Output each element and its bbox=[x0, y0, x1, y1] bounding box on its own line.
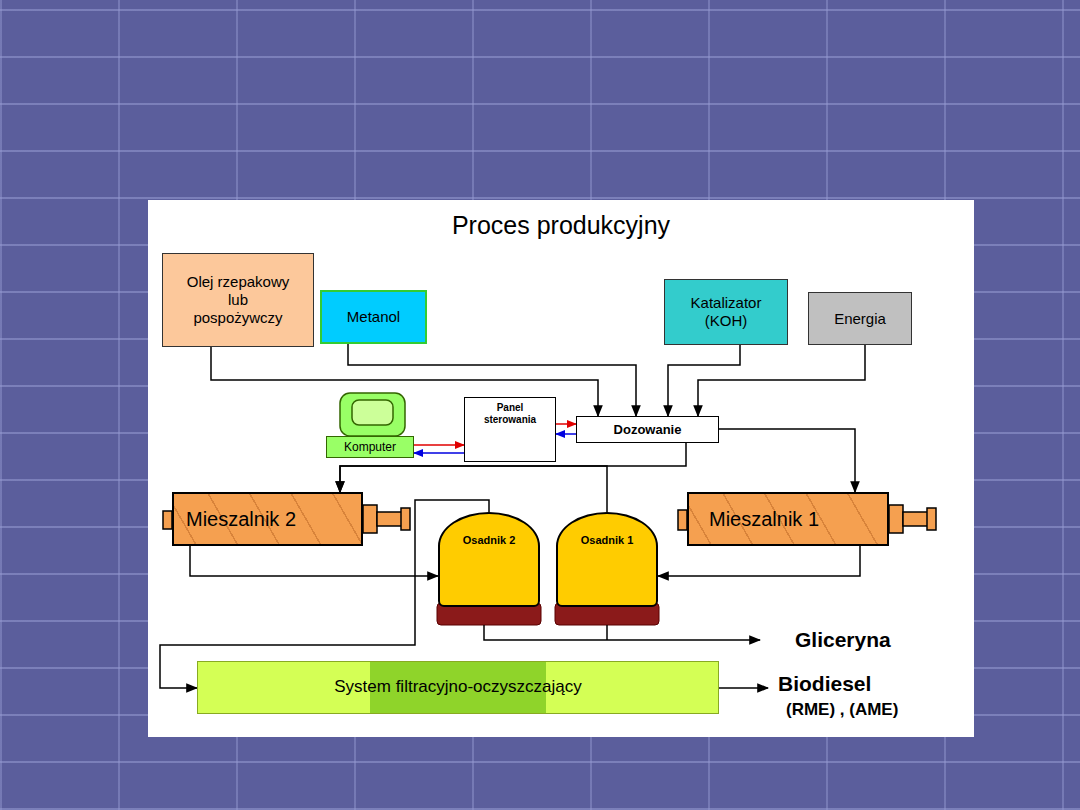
node-text: Olej rzepakowy lub pospożywczy bbox=[182, 273, 294, 327]
flow-connector bbox=[414, 452, 464, 454]
flow-connector bbox=[719, 429, 855, 492]
node-text: System filtracyjno-oczyszczający bbox=[334, 677, 582, 697]
node-text: Mieszalnik 1 bbox=[709, 507, 819, 531]
node-text: Katalizator (KOH) bbox=[676, 294, 776, 330]
glycerine-line bbox=[606, 625, 608, 640]
input-box: Katalizator (KOH) bbox=[664, 279, 788, 345]
glycerine-line bbox=[484, 625, 760, 640]
monitor-screen bbox=[352, 400, 393, 425]
flow-connector bbox=[340, 466, 607, 512]
node-text: Energia bbox=[834, 310, 886, 328]
biodiesel-line bbox=[719, 687, 768, 689]
mixer: Mieszalnik 2 bbox=[172, 492, 363, 546]
input-box: Olej rzepakowy lub pospożywczy bbox=[162, 253, 314, 347]
node-text: Mieszalnik 2 bbox=[186, 507, 296, 531]
output-label: (RME) , (AME) bbox=[786, 700, 898, 720]
node-text: Osadnik 1 bbox=[581, 534, 634, 547]
mixer: Mieszalnik 1 bbox=[687, 492, 889, 546]
flow-connector bbox=[556, 433, 576, 435]
node-text: Panel sterowania bbox=[475, 402, 545, 426]
computer-label: Komputer bbox=[326, 436, 414, 458]
monitor-icon bbox=[340, 393, 405, 436]
flow-connector bbox=[190, 546, 438, 576]
flow-connector bbox=[658, 546, 860, 576]
dosing-box: Dozowanie bbox=[576, 416, 719, 443]
filter-system: System filtracyjno-oczyszczający bbox=[197, 661, 719, 714]
settler-tank: Osadnik 2 bbox=[438, 512, 540, 607]
node-text: Dozowanie bbox=[614, 422, 682, 438]
input-box: Metanol bbox=[320, 290, 427, 344]
node-text: Osadnik 2 bbox=[463, 534, 516, 547]
input-box: Energia bbox=[808, 292, 912, 345]
flow-connector bbox=[698, 345, 865, 416]
flow-connector bbox=[556, 423, 576, 425]
output-label: Gliceryna bbox=[795, 628, 891, 652]
settler-tank: Osadnik 1 bbox=[556, 512, 658, 607]
node-text: Komputer bbox=[344, 440, 396, 454]
diagram-title: Proces produkcyjny bbox=[148, 211, 974, 240]
control-panel: Panel sterowania bbox=[464, 397, 556, 462]
node-text: Metanol bbox=[347, 308, 400, 326]
output-label: Biodiesel bbox=[778, 672, 871, 696]
flow-connector bbox=[414, 444, 464, 446]
